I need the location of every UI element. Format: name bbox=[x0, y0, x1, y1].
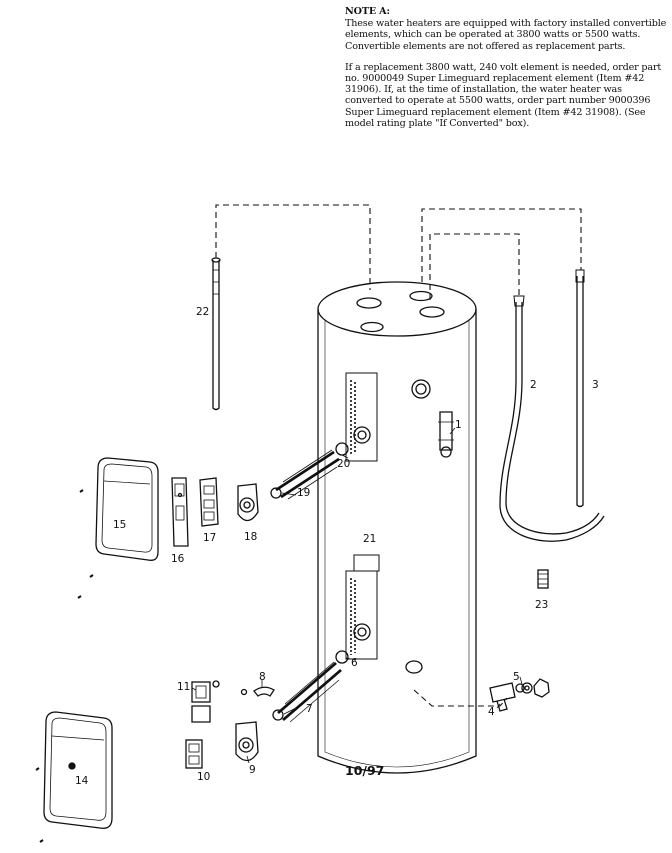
bracket-part-18 bbox=[237, 483, 259, 522]
callout-21: 21 bbox=[363, 533, 376, 545]
callout-9: 9 bbox=[249, 764, 256, 776]
callout-11: 11 bbox=[177, 681, 190, 693]
callout-16: 16 bbox=[171, 553, 185, 565]
note-a-block: NOTE A: These water heaters are equipped… bbox=[345, 6, 667, 129]
bracket-part-9 bbox=[235, 721, 259, 762]
date-code: 10/97 bbox=[345, 763, 384, 778]
clip-part-8 bbox=[240, 686, 275, 697]
note-title: NOTE A: bbox=[345, 6, 390, 17]
callout-labels: 1 2 3 4 5 6 7 8 9 10 11 14 15 16 17 18 1… bbox=[75, 306, 599, 787]
screw-mark-b bbox=[89, 574, 94, 578]
callout-7: 7 bbox=[306, 703, 313, 715]
thermostat-part-17 bbox=[199, 477, 219, 527]
callout-23: 23 bbox=[535, 599, 548, 611]
screw-mark-c bbox=[77, 595, 82, 599]
insulation-part-16 bbox=[171, 477, 189, 547]
callout-19: 19 bbox=[297, 487, 310, 499]
fitting-part-1 bbox=[438, 411, 454, 458]
callout-17: 17 bbox=[203, 532, 216, 544]
callout-10: 10 bbox=[197, 771, 210, 783]
washer-part-5 bbox=[521, 678, 550, 698]
callout-15: 15 bbox=[113, 519, 126, 531]
switch-part-11 bbox=[191, 680, 220, 723]
flex-pipe-part-2 bbox=[499, 295, 605, 542]
water-heater-tank bbox=[317, 281, 477, 774]
screw-mark-a bbox=[79, 489, 84, 493]
drain-valve-part-4 bbox=[489, 682, 525, 712]
callout-22: 22 bbox=[196, 306, 209, 318]
screw-mark-d bbox=[35, 767, 40, 771]
note-paragraph-1: These water heaters are equipped with fa… bbox=[345, 18, 667, 52]
screw-mark-e bbox=[39, 839, 44, 843]
gasket-part-6 bbox=[335, 650, 349, 664]
access-cover-part-15 bbox=[95, 457, 159, 561]
dashed-connector-lines bbox=[215, 204, 582, 707]
thermostat-part-10 bbox=[185, 739, 203, 769]
heating-element-part-19 bbox=[270, 449, 340, 500]
callout-4: 4 bbox=[488, 706, 495, 718]
heating-element-part-7 bbox=[272, 661, 342, 723]
nipple-part-23 bbox=[537, 569, 549, 589]
callout-18: 18 bbox=[244, 531, 257, 543]
dip-tube-part-22 bbox=[211, 257, 221, 411]
callout-5: 5 bbox=[513, 671, 520, 683]
note-paragraph-2: If a replacement 3800 watt, 240 volt ele… bbox=[345, 61, 662, 129]
leader-lines bbox=[191, 427, 523, 764]
callout-8: 8 bbox=[259, 671, 266, 683]
callout-20: 20 bbox=[337, 458, 350, 470]
anode-rod-part-3 bbox=[575, 269, 585, 508]
callout-14: 14 bbox=[75, 775, 89, 787]
callout-6: 6 bbox=[351, 657, 358, 669]
callout-3: 3 bbox=[592, 379, 599, 391]
callout-2: 2 bbox=[530, 379, 537, 391]
callout-1: 1 bbox=[455, 419, 462, 431]
access-cover-part-14 bbox=[43, 711, 113, 829]
